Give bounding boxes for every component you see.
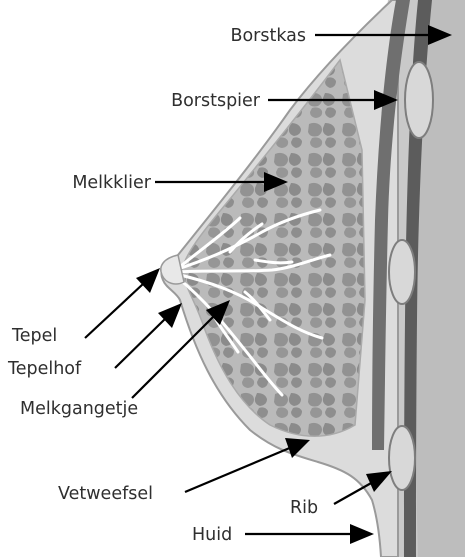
arrow-tepel: [85, 268, 160, 338]
label-borstspier: Borstspier: [171, 91, 261, 111]
label-rib: Rib: [290, 498, 318, 518]
rib-lower: [389, 426, 415, 490]
label-huid: Huid: [192, 525, 232, 545]
label-tepelhof: Tepelhof: [7, 359, 82, 379]
rib-upper: [405, 62, 433, 138]
arrow-melkklier: [155, 172, 288, 192]
label-melkklier: Melkklier: [72, 173, 151, 193]
arrow-huid: [245, 524, 374, 544]
label-vetweefsel: Vetweefsel: [58, 484, 153, 504]
label-melkgangetje: Melkgangetje: [20, 399, 138, 419]
label-tepel: Tepel: [11, 326, 57, 346]
glandular-region: [182, 60, 365, 436]
rib-middle: [389, 240, 415, 304]
label-borstkas: Borstkas: [230, 26, 306, 46]
arrow-vetweefsel: [185, 438, 310, 492]
